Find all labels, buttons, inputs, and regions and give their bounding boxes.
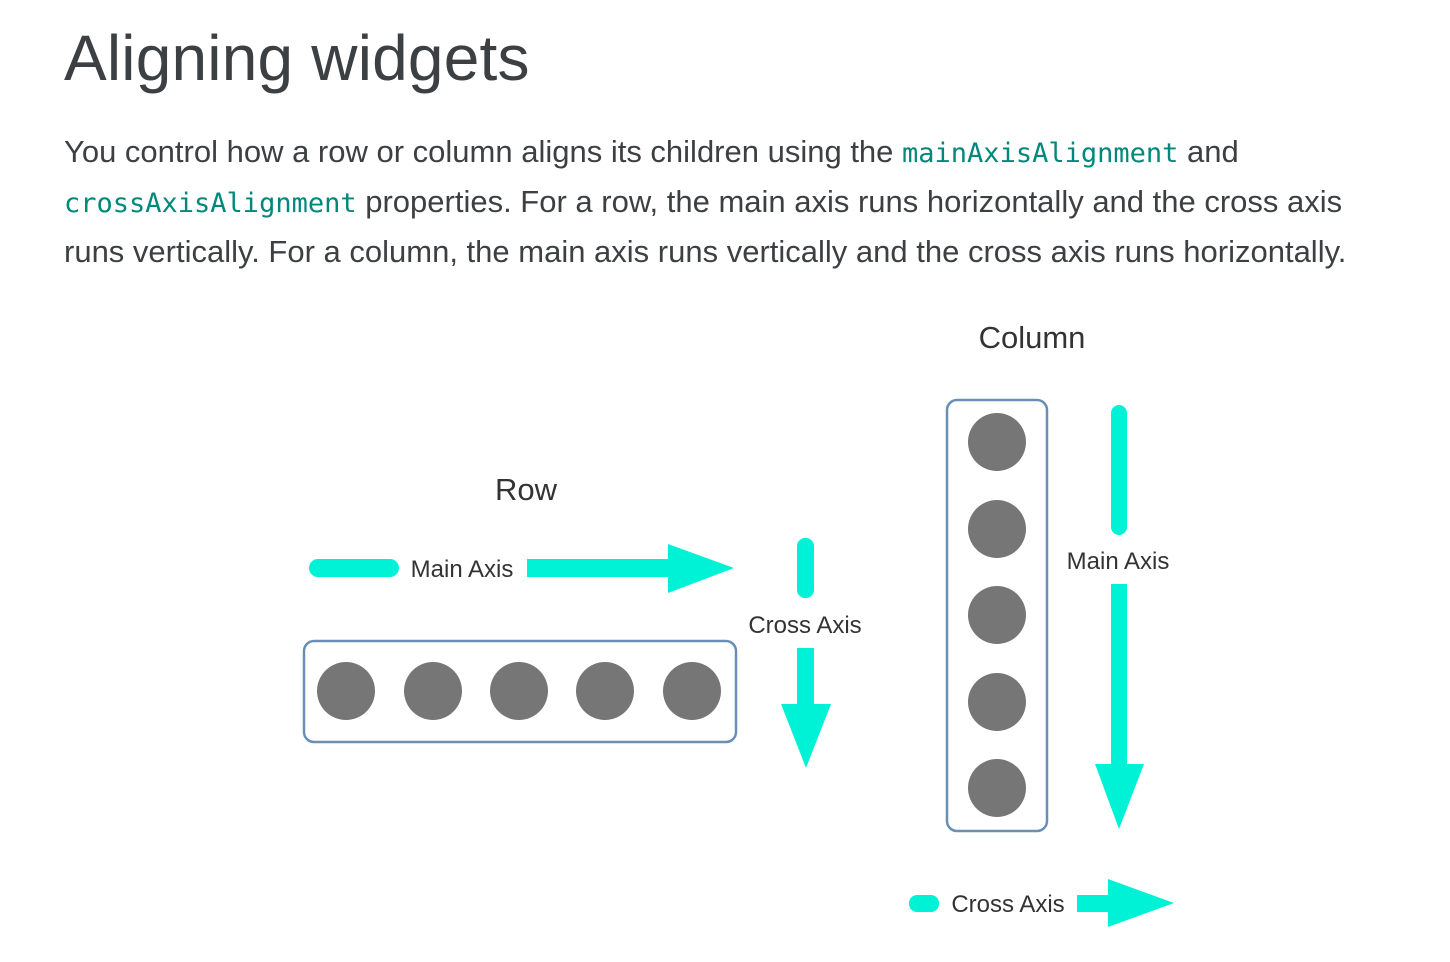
column-main-axis-arrow bbox=[1095, 405, 1144, 829]
column-cross-axis-shaft-left bbox=[909, 895, 939, 912]
row-main-axis-label: Main Axis bbox=[411, 556, 514, 583]
row-children bbox=[317, 662, 721, 720]
column-cross-axis-head bbox=[1108, 879, 1174, 927]
column-child-5 bbox=[968, 759, 1026, 817]
row-cross-axis-label: Cross Axis bbox=[748, 612, 861, 639]
row-container-box bbox=[302, 639, 738, 744]
row-child-4 bbox=[576, 662, 634, 720]
column-child-1 bbox=[968, 413, 1026, 471]
intro-text-middle: and bbox=[1178, 134, 1239, 169]
column-container-box bbox=[945, 398, 1049, 833]
code-cross-axis-alignment: crossAxisAlignment bbox=[64, 188, 357, 219]
row-child-3 bbox=[490, 662, 548, 720]
column-cross-axis-shaft-right bbox=[1077, 895, 1113, 912]
row-cross-axis-head bbox=[781, 704, 831, 768]
row-cross-axis-shaft-bottom bbox=[797, 648, 814, 708]
intro-text-after: properties. For a row, the main axis run… bbox=[64, 184, 1347, 269]
row-title: Row bbox=[495, 472, 558, 507]
column-diagram: Column Main Axis Cross Axis bbox=[909, 320, 1174, 927]
column-cross-axis-arrow bbox=[909, 879, 1174, 927]
row-cross-axis-arrow bbox=[781, 538, 831, 768]
column-main-axis-shaft-bottom bbox=[1111, 584, 1127, 768]
intro-text-before: You control how a row or column aligns i… bbox=[64, 134, 903, 169]
intro-paragraph: You control how a row or column aligns i… bbox=[64, 128, 1404, 276]
row-child-1 bbox=[317, 662, 375, 720]
code-main-axis-alignment: mainAxisAlignment bbox=[902, 138, 1179, 169]
row-main-axis-shaft-right bbox=[527, 559, 672, 577]
column-cross-axis-label: Cross Axis bbox=[951, 891, 1064, 918]
row-main-axis-head bbox=[668, 544, 734, 593]
column-children bbox=[968, 413, 1026, 817]
row-diagram: Row Main Axis Cross Axis bbox=[302, 472, 862, 768]
row-cross-axis-shaft-top bbox=[797, 538, 814, 598]
row-child-2 bbox=[404, 662, 462, 720]
column-child-3 bbox=[968, 586, 1026, 644]
column-title: Column bbox=[979, 320, 1086, 355]
column-child-4 bbox=[968, 673, 1026, 731]
column-main-axis-shaft-top bbox=[1111, 405, 1127, 535]
row-main-axis-shaft-left bbox=[309, 559, 399, 577]
page-title: Aligning widgets bbox=[64, 22, 530, 94]
column-main-axis-head bbox=[1095, 764, 1144, 829]
column-main-axis-label: Main Axis bbox=[1067, 548, 1170, 575]
row-main-axis-arrow bbox=[309, 544, 734, 593]
column-child-2 bbox=[968, 500, 1026, 558]
row-child-5 bbox=[663, 662, 721, 720]
